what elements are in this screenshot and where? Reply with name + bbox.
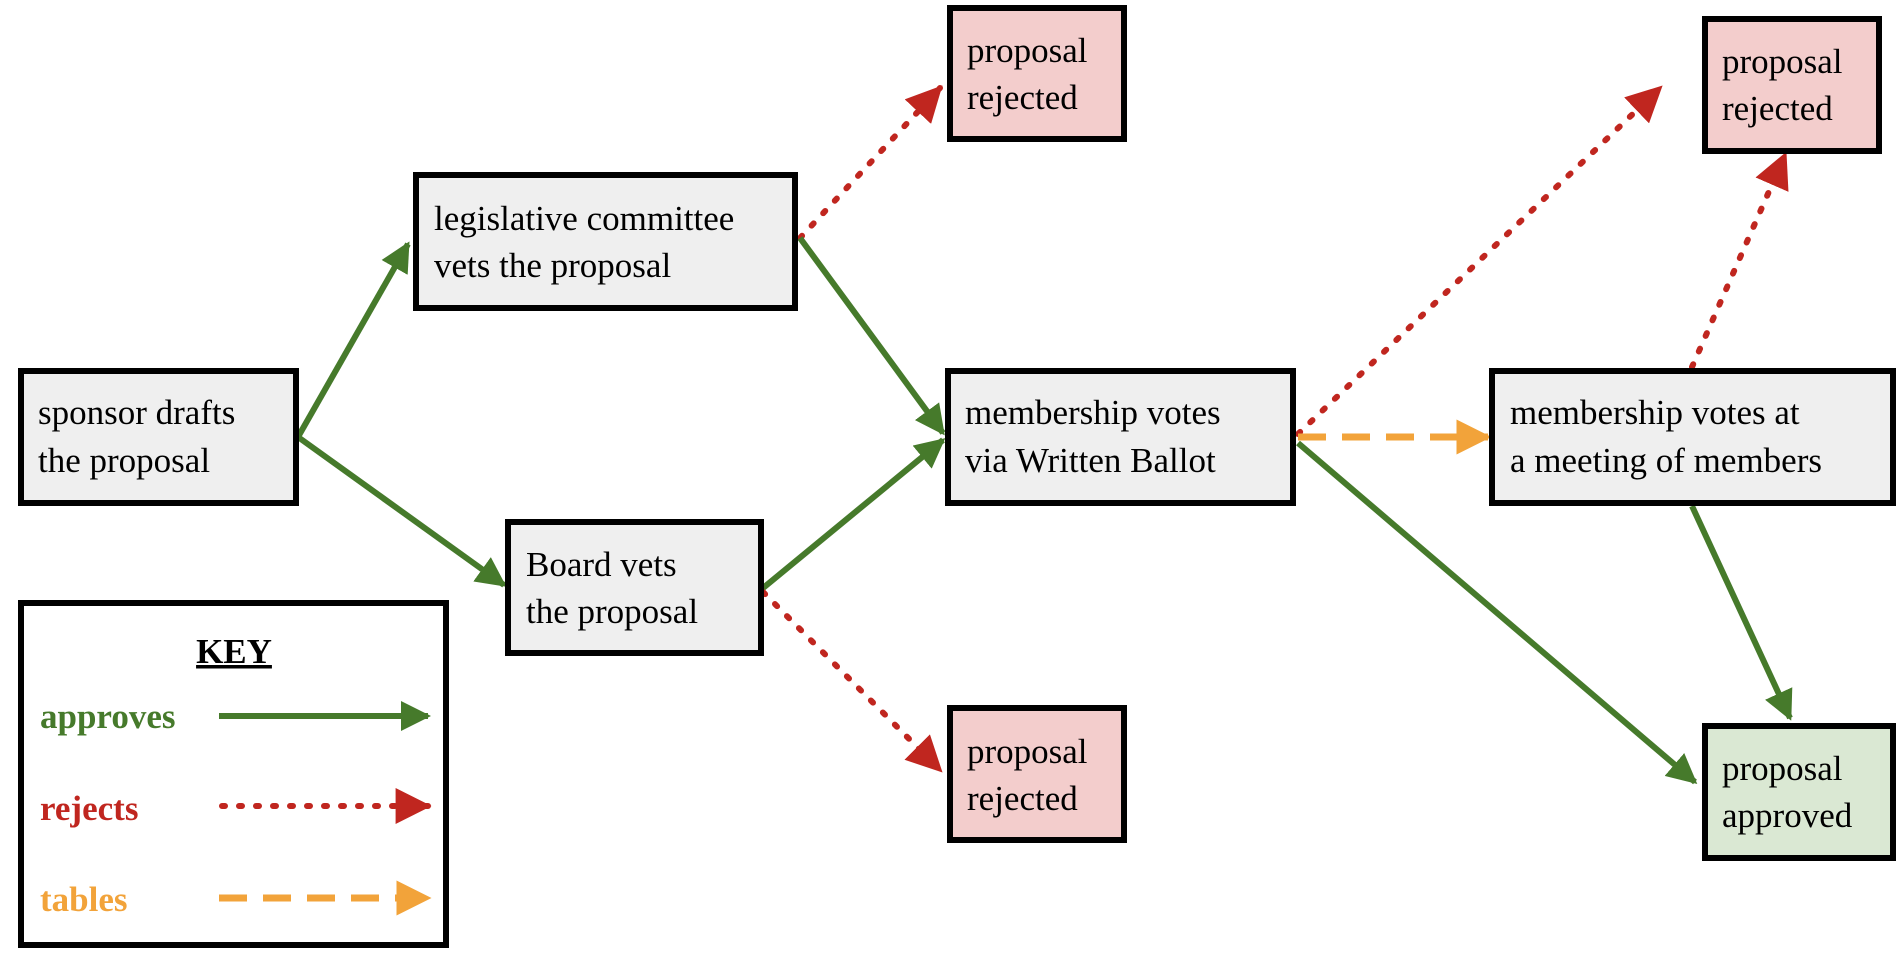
edge-sponsor-to-board xyxy=(296,434,507,588)
node-board-vets: Board vets the proposal xyxy=(505,519,764,656)
node-rejected-bottom: proposal rejected xyxy=(947,705,1127,843)
edge-written-ballot-to-approved xyxy=(1296,440,1698,785)
node-text-line: rejected xyxy=(967,779,1078,818)
edge-sponsor-to-legislative xyxy=(295,241,411,439)
node-meeting-of-members: membership votes at a meeting of members xyxy=(1489,368,1896,506)
node-text-line: membership votes at xyxy=(1510,393,1800,432)
legend-key: KEY approves rejects tables xyxy=(18,600,449,948)
edge-meeting-to-approved xyxy=(1689,504,1793,721)
node-sponsor-drafts: sponsor drafts the proposal xyxy=(18,368,299,506)
node-text-line: proposal xyxy=(1722,42,1843,81)
node-text-line: the proposal xyxy=(526,592,698,631)
legend-label-rejects: rejects xyxy=(40,789,138,828)
node-text-line: proposal xyxy=(967,732,1088,771)
node-rejected-top: proposal rejected xyxy=(947,5,1127,142)
node-text-line: proposal xyxy=(967,31,1088,70)
edge-board-to-written-ballot xyxy=(761,437,946,591)
node-text-line: Board vets xyxy=(526,545,677,584)
legend-label-tables: tables xyxy=(40,880,128,919)
node-text-line: legislative committee xyxy=(434,199,734,238)
edge-written-ballot-to-rejected-right xyxy=(1295,85,1663,437)
node-written-ballot: membership votes via Written Ballot xyxy=(945,368,1296,506)
edge-legislative-to-rejected-top xyxy=(797,85,943,241)
node-legislative-committee: legislative committee vets the proposal xyxy=(413,172,798,311)
edge-board-to-rejected-bottom xyxy=(760,589,943,773)
node-text-line: sponsor drafts xyxy=(38,393,235,432)
node-text-line: membership votes xyxy=(965,393,1221,432)
node-text-line: vets the proposal xyxy=(434,246,671,285)
node-text-line: approved xyxy=(1722,796,1853,835)
node-text-line: the proposal xyxy=(38,441,210,480)
edge-meeting-to-rejected-right xyxy=(1689,151,1789,370)
node-text-line: rejected xyxy=(1722,89,1833,128)
node-approved: proposal approved xyxy=(1702,723,1896,861)
edges xyxy=(295,85,1793,785)
edge-legislative-to-written-ballot xyxy=(797,236,946,436)
node-text-line: proposal xyxy=(1722,749,1843,788)
node-text-line: a meeting of members xyxy=(1510,441,1822,480)
node-text-line: rejected xyxy=(967,78,1078,117)
legend-label-approves: approves xyxy=(40,697,176,736)
node-text-line: via Written Ballot xyxy=(965,441,1216,480)
node-rejected-right: proposal rejected xyxy=(1702,16,1882,154)
legend-title: KEY xyxy=(196,632,272,671)
